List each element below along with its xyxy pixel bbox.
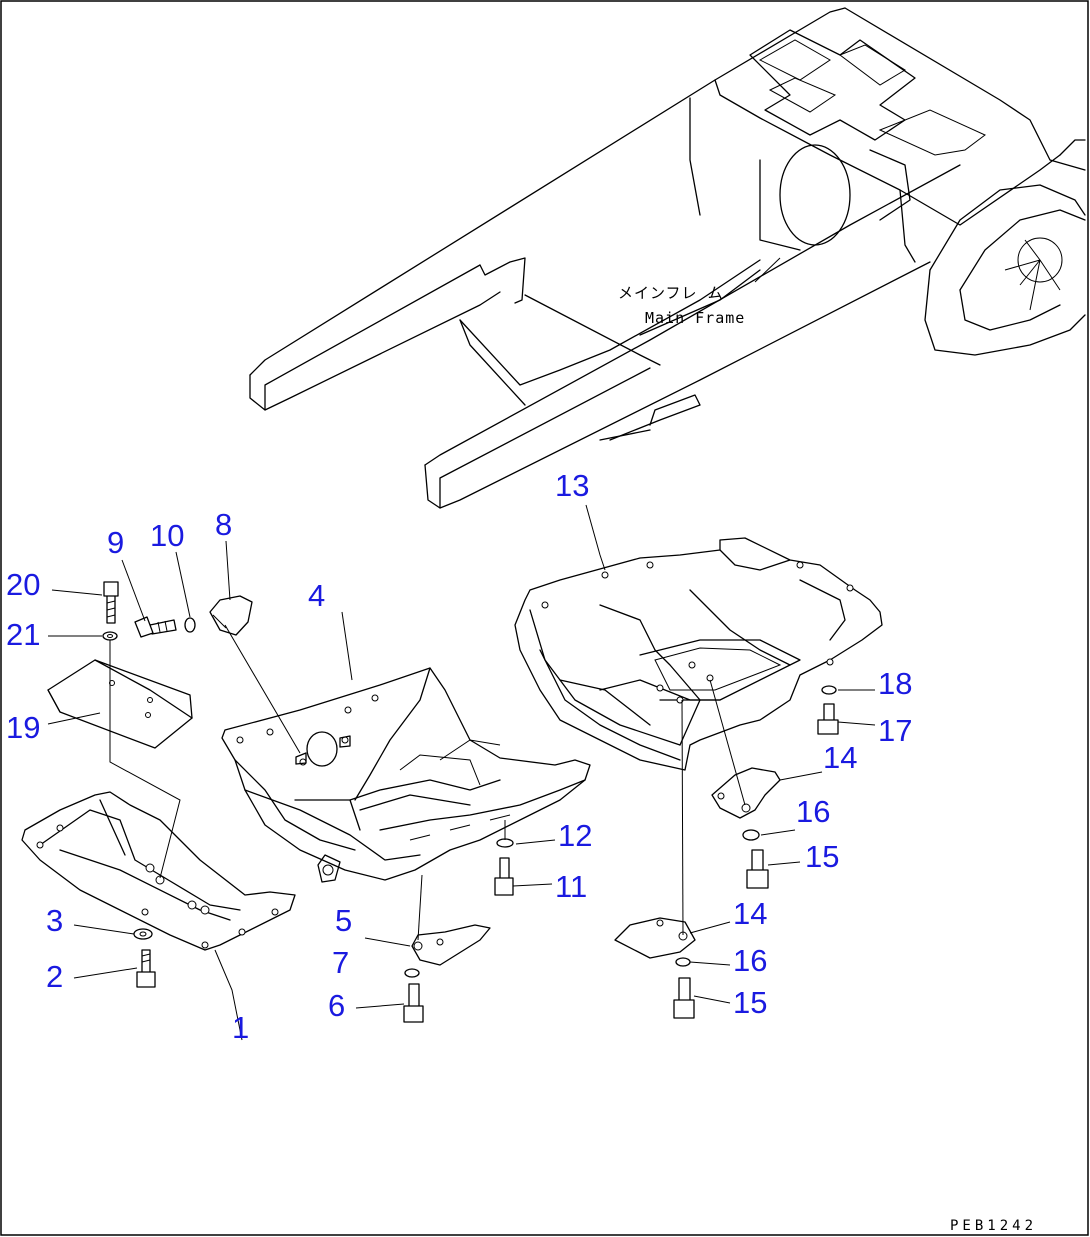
callout-1: 1 [232,1010,249,1045]
cover-8 [209,595,253,636]
callout-3: 3 [46,903,63,938]
callout-17: 17 [878,713,912,748]
callout-18: 18 [878,666,912,701]
callout-13: 13 [555,468,589,503]
main-frame-label-en: Main Frame [645,309,745,327]
callout-19: 19 [6,710,40,745]
main-frame-drawing [249,7,1086,509]
callout-leaders [47,504,876,1041]
front-undercover-1 [21,791,296,951]
callout-16b: 16 [733,943,767,978]
callout-7: 7 [332,945,349,980]
callout-14b: 14 [733,896,767,931]
callout-21: 21 [6,617,40,652]
assembly-lines [109,624,746,941]
callout-6: 6 [328,988,345,1023]
callout-5: 5 [335,903,352,938]
center-undercover-4 [221,667,591,883]
fasteners [102,581,839,1023]
main-frame-label-jp: メインフレ ム [618,284,724,302]
callout-20: 20 [6,567,40,602]
callout-15a: 15 [805,839,839,874]
drawing-code: PEB1242 [950,1218,1037,1234]
callout-15b: 15 [733,985,767,1020]
callout-14a: 14 [823,740,857,775]
callout-8: 8 [215,507,232,542]
callout-11: 11 [555,869,587,904]
callout-10: 10 [150,518,184,553]
plate-19 [47,659,193,749]
rear-undercover-13 [514,537,883,771]
callout-9: 9 [107,525,124,560]
callout-16a: 16 [796,794,830,829]
callout-2: 2 [46,959,63,994]
callout-12: 12 [558,818,592,853]
callout-4: 4 [308,578,325,613]
callout-numbers: 1 2 3 4 5 6 7 8 9 10 11 12 13 14 14 15 1… [6,468,912,1045]
